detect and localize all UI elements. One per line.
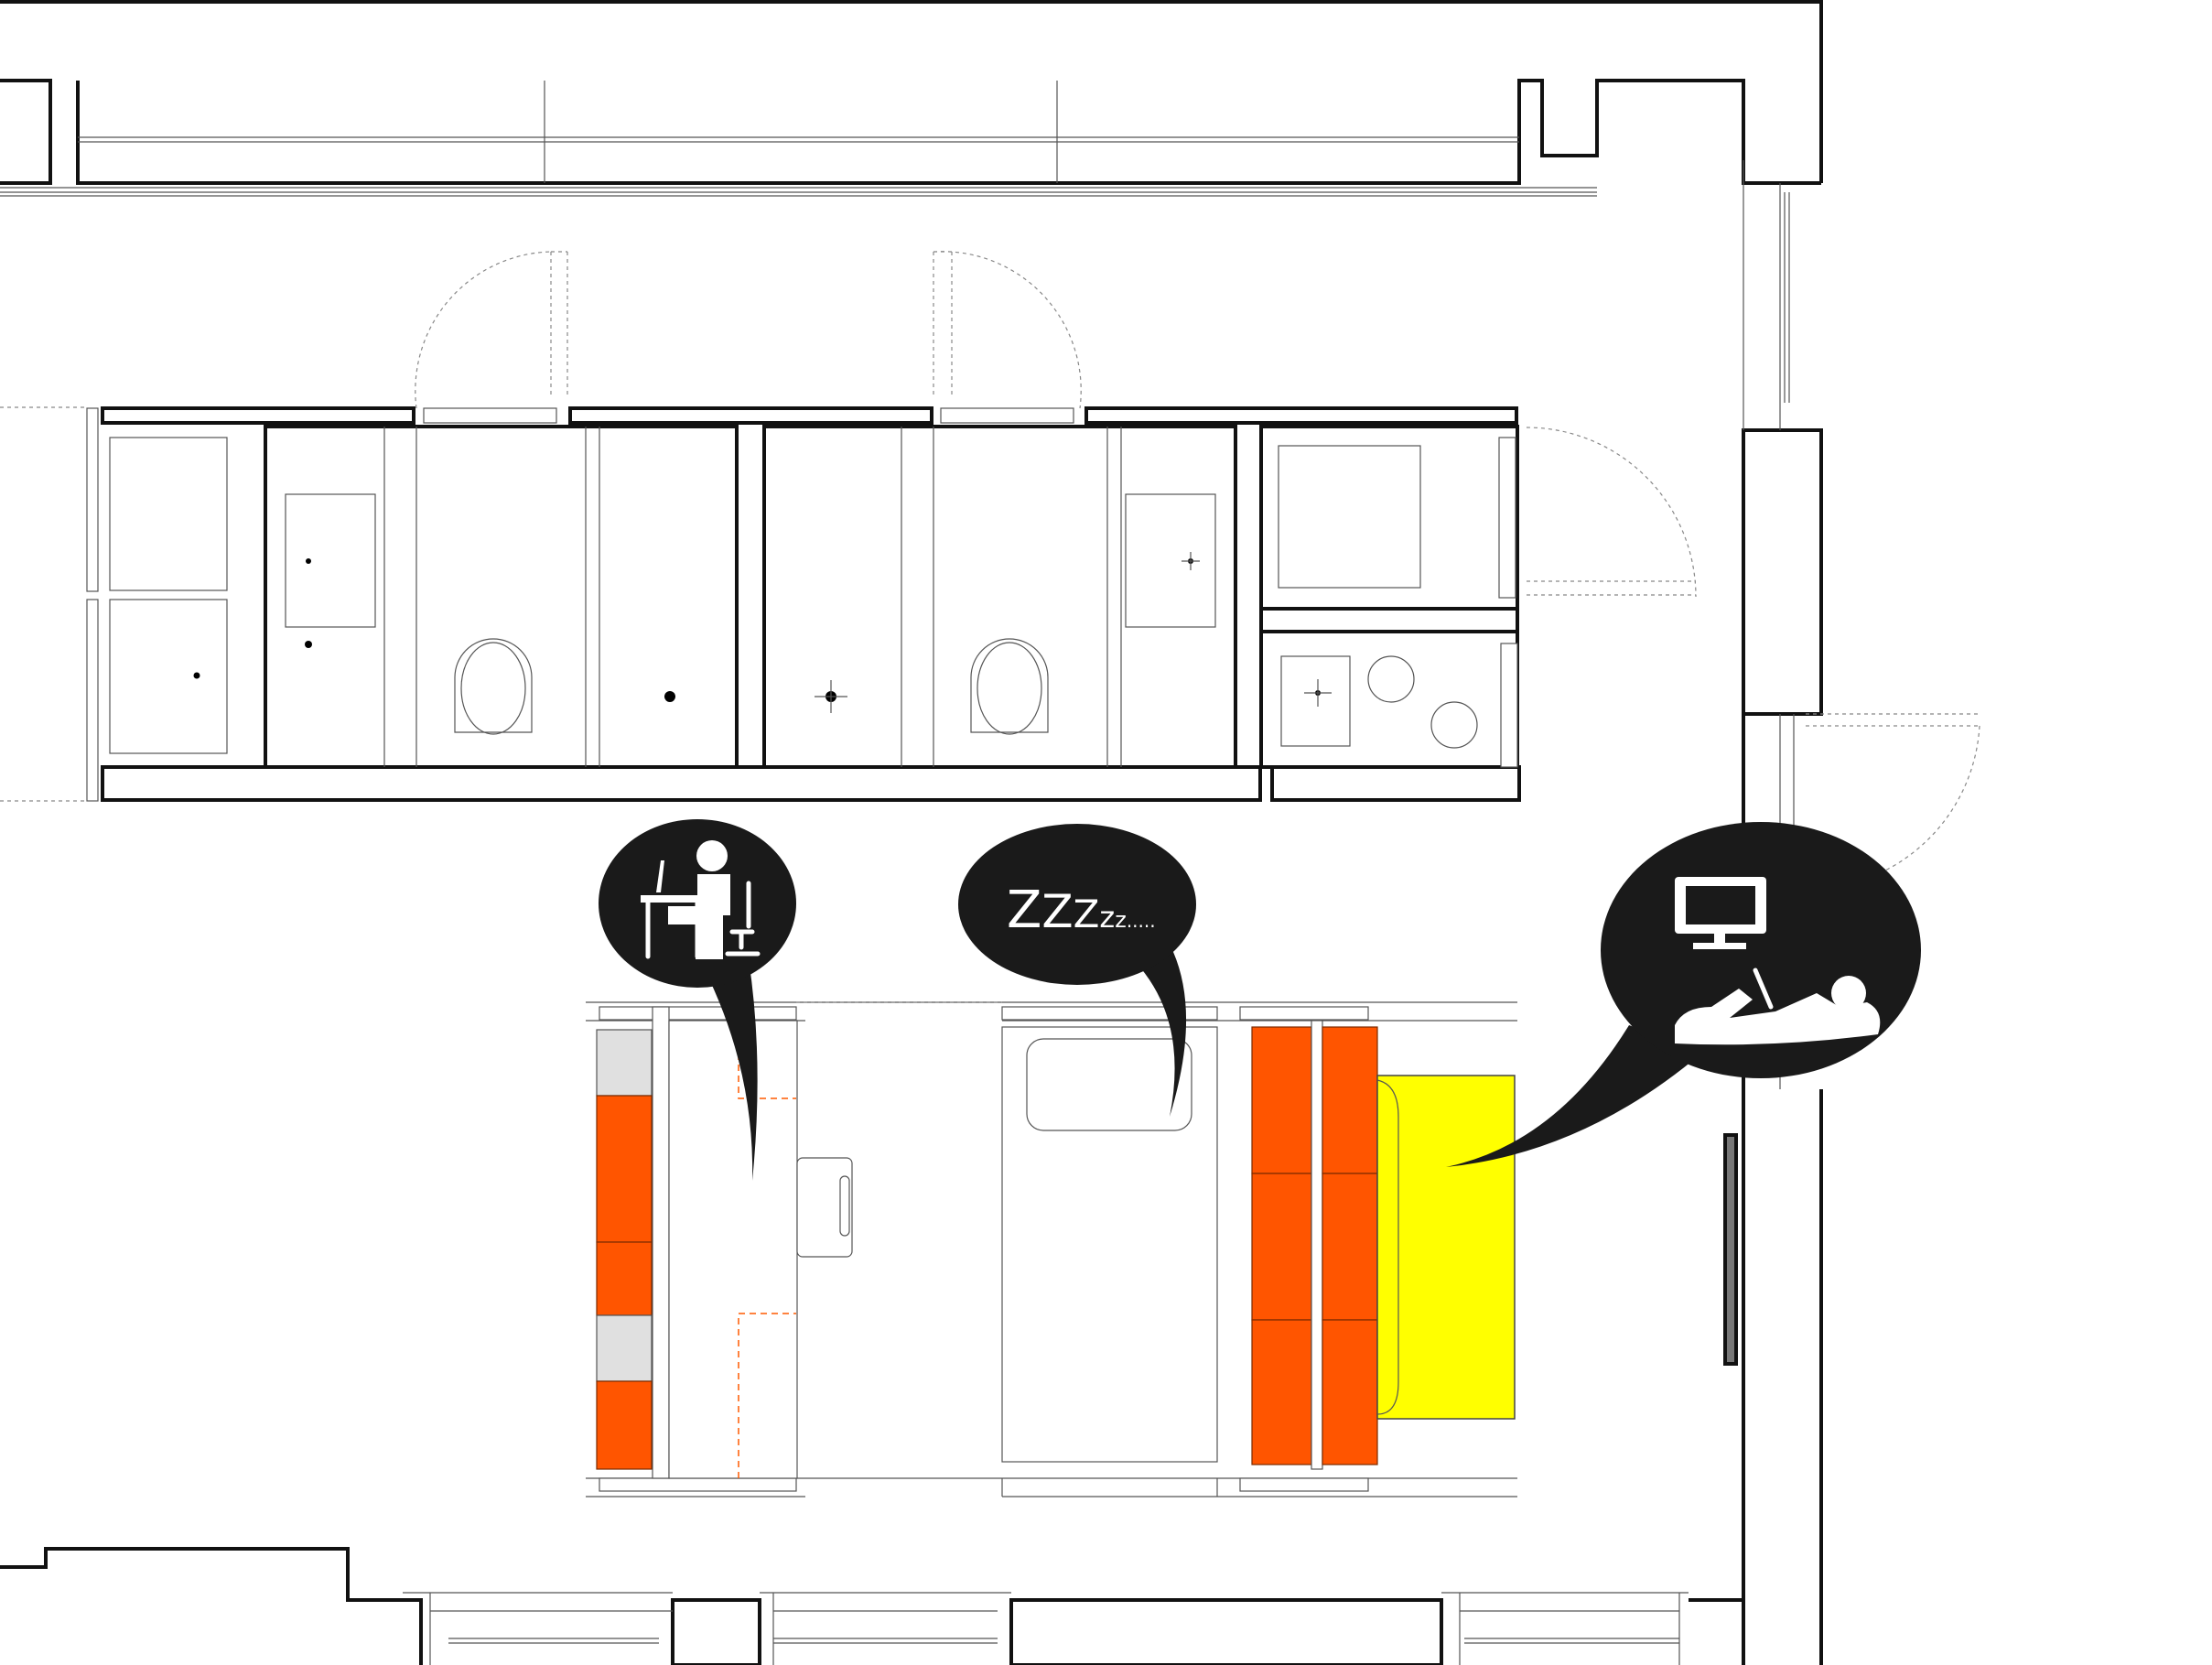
- single-bed: [1001, 1006, 1218, 1497]
- work-bubble: [599, 819, 796, 1181]
- desk-storage-unit: [586, 1001, 1517, 1497]
- top-facade-wall: [0, 0, 1823, 197]
- sleep-zzz-text: ZZZzz.....: [1007, 881, 1156, 940]
- right-exterior-wall: [1723, 2, 1823, 1665]
- sleep-bubble: ZZZzz.....: [958, 824, 1196, 1117]
- relax-bubble: [1446, 822, 1921, 1167]
- service-core: [0, 251, 1980, 889]
- person-at-desk-icon: [641, 840, 761, 959]
- sofa-storage-unit: [1239, 1006, 1516, 1492]
- tv-and-reclining-person-icon: [1675, 877, 1881, 1045]
- bottom-facade-wall: [0, 1547, 1745, 1665]
